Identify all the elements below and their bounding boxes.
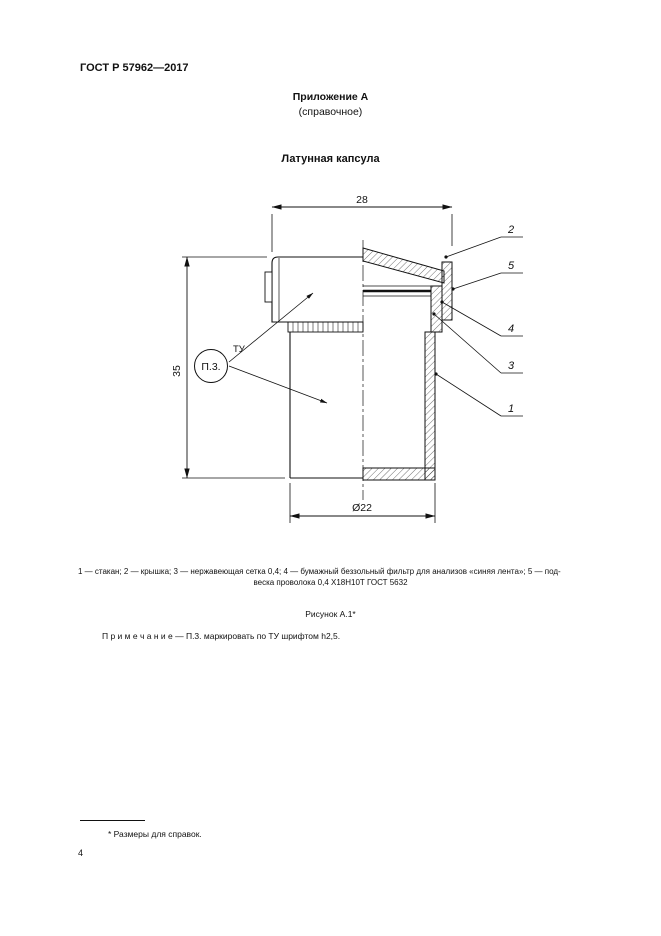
callout-3: 3: [432, 312, 523, 374]
lid-view: [264, 256, 363, 323]
appendix-subtitle: (справочное): [298, 106, 363, 118]
note-text: П р и м е ч а н и е — П.3. маркировать п…: [102, 631, 341, 641]
footnote-text: * Размеры для справок.: [108, 829, 202, 839]
callout-1: 1: [434, 372, 523, 417]
dimension-width-label: 28: [356, 194, 368, 206]
dimension-diameter-label: Ø22: [352, 502, 372, 514]
cup-view: [289, 332, 363, 479]
knurl-band: [287, 321, 364, 333]
dimension-width: 28: [271, 194, 453, 252]
callout-5-label: 5: [508, 260, 515, 272]
mesh-filter-layers: [363, 285, 431, 297]
capsule-technical-drawing: 28: [171, 194, 523, 523]
marking-callout: П.3. ТУ: [194, 292, 328, 404]
lid-top-section: [362, 247, 445, 284]
callout-4: 4: [440, 300, 523, 337]
appendix-heading: Приложение А (справочное): [0, 90, 661, 120]
page-number: 4: [78, 848, 84, 858]
figure-heading: Латунная капсула: [281, 153, 380, 165]
dimension-diameter: Ø22: [289, 483, 436, 523]
tu-label: ТУ: [233, 344, 246, 355]
dimension-height: 35: [171, 256, 285, 479]
figure-legend-line1: 1 — стакан; 2 — крышка; 3 — нержавеющая …: [78, 567, 561, 576]
figure-legend-line2: веска проволока 0,4 Х18Н10Т ГОСТ 5632: [253, 578, 408, 587]
lid-skirt-section: [441, 261, 453, 321]
part-callouts: 2 5 4 3: [432, 224, 523, 417]
callout-3-label: 3: [508, 360, 515, 372]
dimension-height-label: 35: [171, 365, 183, 377]
callout-2: 2: [444, 224, 523, 259]
document-number: ГОСТ Р 57962—2017: [80, 62, 189, 74]
figure-label: Рисунок А.1*: [305, 609, 356, 619]
marking-circle-label: П.3.: [201, 361, 220, 373]
appendix-title: Приложение А: [292, 91, 369, 103]
callout-5: 5: [451, 260, 523, 291]
cup-bottom-section: [362, 467, 436, 481]
footnote-rule: [80, 820, 145, 821]
callout-4-label: 4: [508, 323, 514, 335]
callout-1-label: 1: [508, 403, 514, 415]
section-half: [362, 247, 453, 481]
cup-wall-section: [424, 331, 436, 481]
cup-rim-section: [430, 285, 443, 333]
callout-2-label: 2: [507, 224, 514, 236]
marking-circle: [194, 349, 228, 383]
